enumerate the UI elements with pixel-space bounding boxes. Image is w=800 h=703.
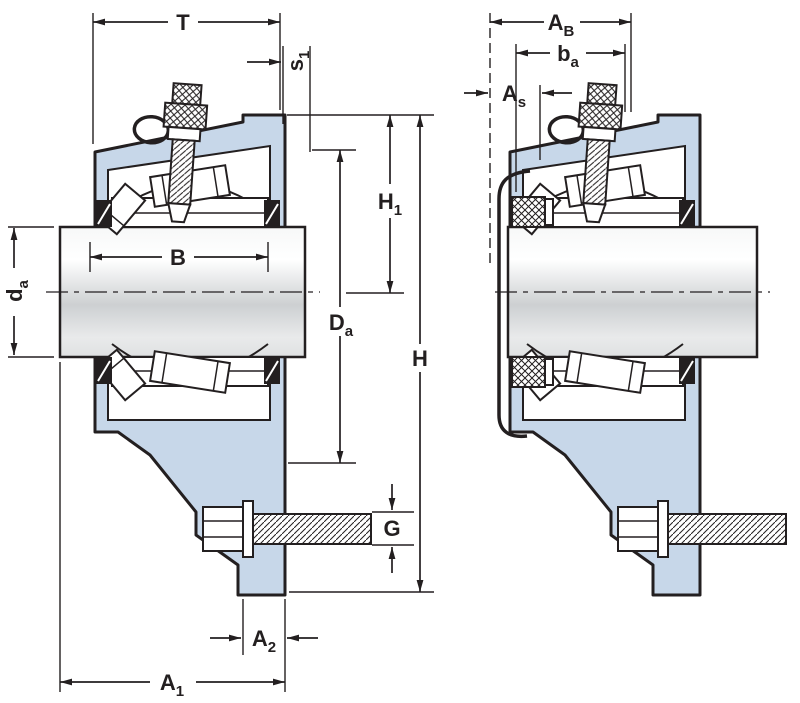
dim-label-T: T bbox=[176, 10, 190, 35]
dimension-B: B bbox=[89, 242, 269, 272]
dimension-A2: A2 bbox=[210, 599, 318, 692]
dimension-As: As bbox=[464, 81, 572, 160]
left-view: T s1 H1 H Da bbox=[2, 10, 434, 700]
right-view: AB ba As bbox=[464, 10, 788, 597]
dimension-da: da bbox=[2, 226, 54, 358]
dimension-ba: ba bbox=[515, 41, 626, 192]
dim-label-ba: ba bbox=[557, 41, 579, 71]
dimension-G: G bbox=[372, 484, 414, 573]
dimension-A1: A1 bbox=[59, 362, 285, 700]
dim-label-G: G bbox=[383, 516, 400, 541]
dim-label-As: As bbox=[502, 81, 526, 111]
locking-strap bbox=[497, 169, 531, 439]
dim-label-B: B bbox=[170, 245, 186, 270]
dimension-Da: Da bbox=[288, 149, 356, 464]
dim-label-Da: Da bbox=[329, 310, 354, 340]
dimension-H: H bbox=[289, 115, 434, 593]
dim-label-A2: A2 bbox=[252, 626, 276, 656]
dim-label-s1: s1 bbox=[283, 51, 313, 72]
dim-label-da: da bbox=[2, 279, 32, 301]
dimension-s1: s1 bbox=[247, 46, 313, 152]
dim-label-H: H bbox=[412, 346, 428, 371]
dimension-H1: H1 bbox=[287, 114, 434, 294]
dim-label-AB: AB bbox=[548, 10, 575, 40]
dim-label-A1: A1 bbox=[160, 670, 184, 700]
adapter-sleeve-nut bbox=[511, 196, 554, 388]
dim-label-H1: H1 bbox=[378, 189, 402, 219]
dimension-AB: AB bbox=[489, 10, 632, 268]
